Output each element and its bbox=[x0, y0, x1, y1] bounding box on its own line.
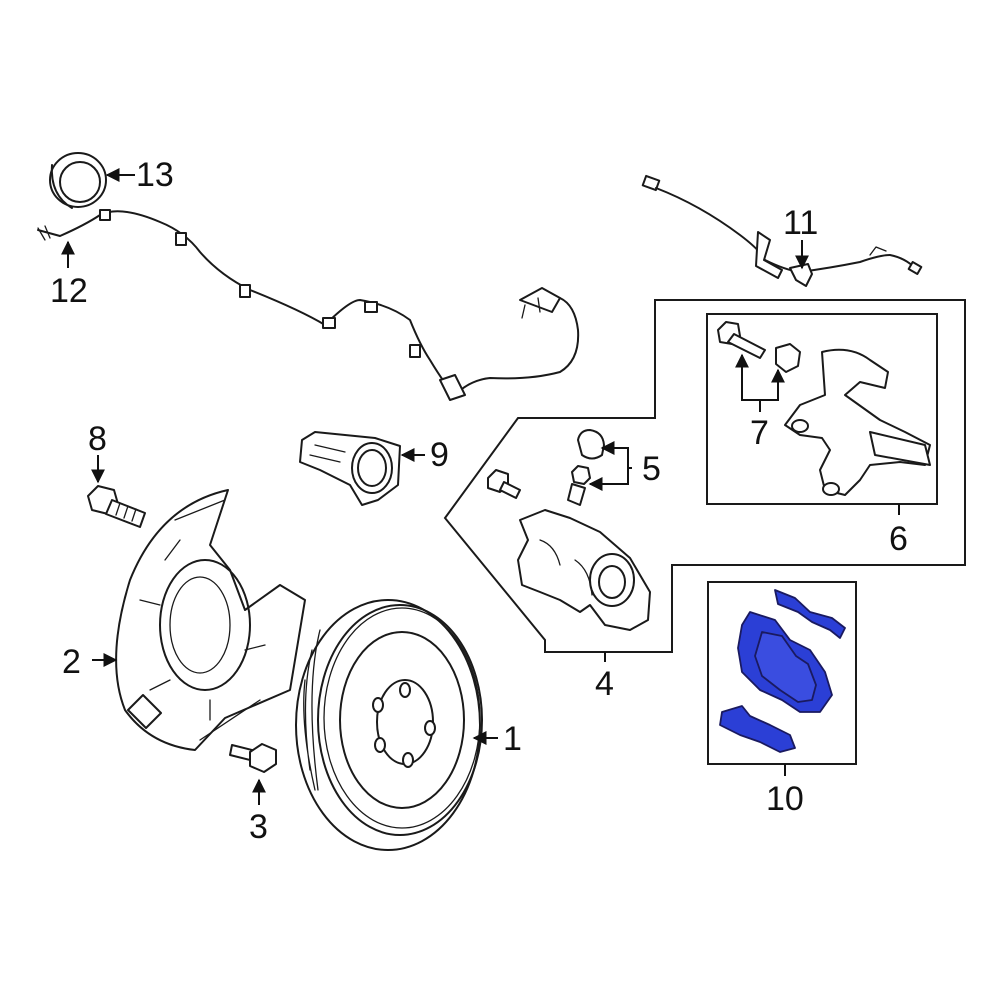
callout-13: 13 bbox=[136, 156, 174, 194]
callout-4: 4 bbox=[595, 665, 614, 703]
part-2-splash-shield[interactable] bbox=[115, 489, 306, 751]
part-8-bolt[interactable] bbox=[87, 485, 146, 528]
callout-11: 11 bbox=[783, 204, 818, 242]
part-4-caliper[interactable] bbox=[487, 469, 651, 631]
leaders bbox=[61, 168, 900, 805]
callout-labels: 13 12 11 8 9 5 7 6 2 4 1 10 3 bbox=[50, 156, 908, 846]
callout-5: 5 bbox=[642, 450, 661, 488]
callout-9: 9 bbox=[430, 436, 449, 474]
callout-8: 8 bbox=[88, 420, 107, 458]
callout-10: 10 bbox=[766, 780, 804, 818]
part-1-rotor[interactable] bbox=[295, 599, 483, 851]
callout-6: 6 bbox=[889, 520, 908, 558]
callout-12: 12 bbox=[50, 272, 88, 310]
part-5-bleeder[interactable] bbox=[567, 429, 605, 506]
callout-7: 7 bbox=[750, 414, 769, 452]
group-10-box bbox=[707, 581, 857, 765]
part-3-bolt[interactable] bbox=[229, 743, 277, 773]
callout-2: 2 bbox=[62, 643, 81, 681]
callout-3: 3 bbox=[249, 808, 268, 846]
part-13-seal[interactable] bbox=[49, 152, 107, 209]
callout-1: 1 bbox=[503, 720, 522, 758]
part-6-caliper-bracket[interactable] bbox=[784, 348, 931, 496]
part-9-bracket[interactable] bbox=[299, 431, 401, 506]
group-6-box bbox=[706, 313, 938, 505]
part-11-abs-harness[interactable] bbox=[641, 174, 923, 287]
group-4-outline bbox=[443, 299, 966, 653]
part-10-brake-pads[interactable] bbox=[719, 589, 846, 753]
part-12-abs-harness[interactable] bbox=[37, 209, 580, 401]
part-7-guide-pins[interactable] bbox=[717, 321, 801, 373]
